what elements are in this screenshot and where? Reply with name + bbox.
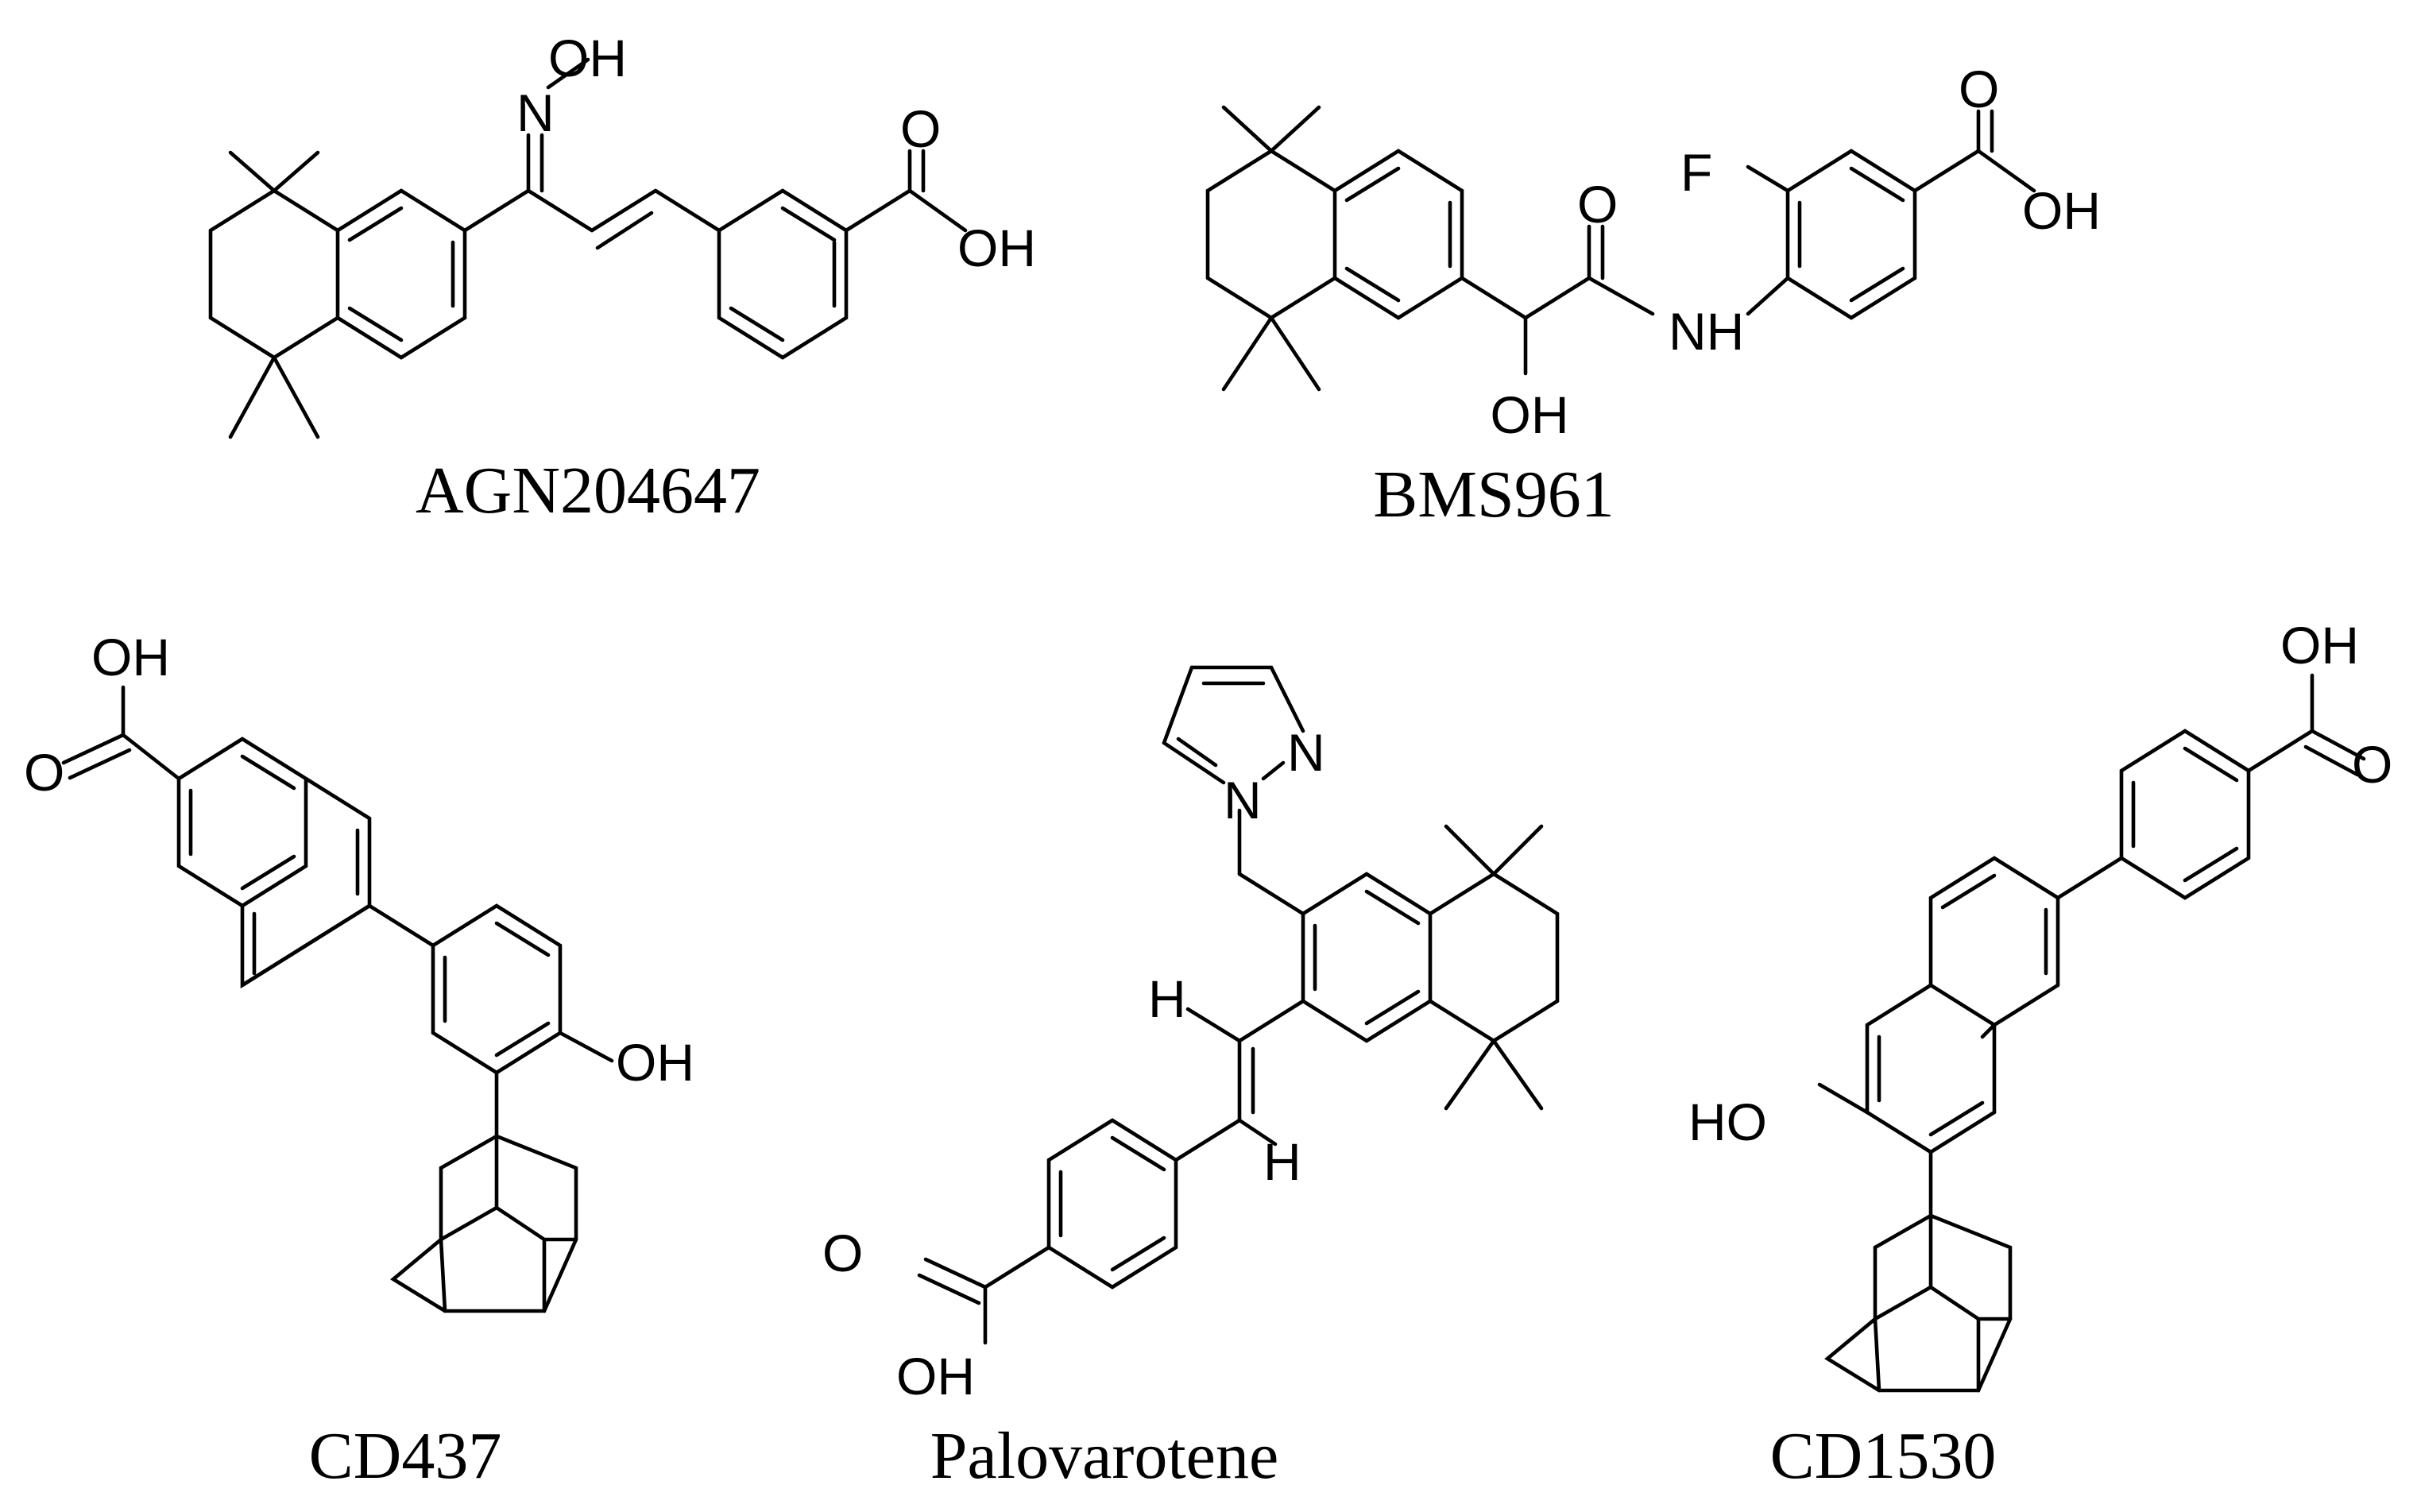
atom-label: HO <box>1688 1092 1767 1151</box>
atom-label: F <box>1680 143 1712 202</box>
atom-label: O <box>1959 60 1999 118</box>
atom-label: N <box>1287 723 1325 782</box>
compound-name: BMS961 <box>1373 458 1614 532</box>
cd1530-structure <box>1817 673 2366 1393</box>
compound-name: CD437 <box>309 1419 502 1493</box>
compound-name: AGN204647 <box>416 454 760 528</box>
agn204647-structure <box>208 57 968 439</box>
palovarotene-structure <box>917 665 1560 1345</box>
compound-name: CD1530 <box>1770 1419 1997 1493</box>
compound-bms961: F O OH O NH OH BMS961 <box>1205 60 2101 532</box>
atom-label: H <box>1263 1132 1301 1191</box>
atom-label: OH <box>1491 385 1569 444</box>
atom-label: H <box>1148 969 1186 1028</box>
bms961-structure <box>1205 105 2036 392</box>
cd437-structure <box>61 685 614 1313</box>
compound-cd1530: OH O HO CD1530 <box>1688 616 2392 1493</box>
atom-label: O <box>822 1224 863 1282</box>
compound-cd437: OH O OH CD437 <box>24 628 694 1493</box>
atom-label: OH <box>91 628 170 686</box>
atom-label: NH <box>1669 302 1744 361</box>
atom-label: N <box>516 83 555 142</box>
atom-label: O <box>24 743 64 802</box>
atom-label: OH <box>2022 181 2101 240</box>
compound-name: Palovarotene <box>930 1419 1279 1493</box>
atom-label: OH <box>896 1347 975 1406</box>
atom-label: O <box>1577 175 1618 234</box>
compound-agn204647: OH N O OH AGN204647 <box>208 29 1036 528</box>
atom-label: O <box>900 99 941 158</box>
atom-label: O <box>2352 735 2392 794</box>
atom-label: OH <box>2280 616 2359 675</box>
atom-label: OH <box>548 29 627 87</box>
atom-label: OH <box>957 218 1036 277</box>
atom-label: N <box>1224 771 1262 829</box>
atom-label: OH <box>616 1033 694 1092</box>
compound-palovarotene: N N H H O OH Palovarotene <box>822 665 1560 1493</box>
